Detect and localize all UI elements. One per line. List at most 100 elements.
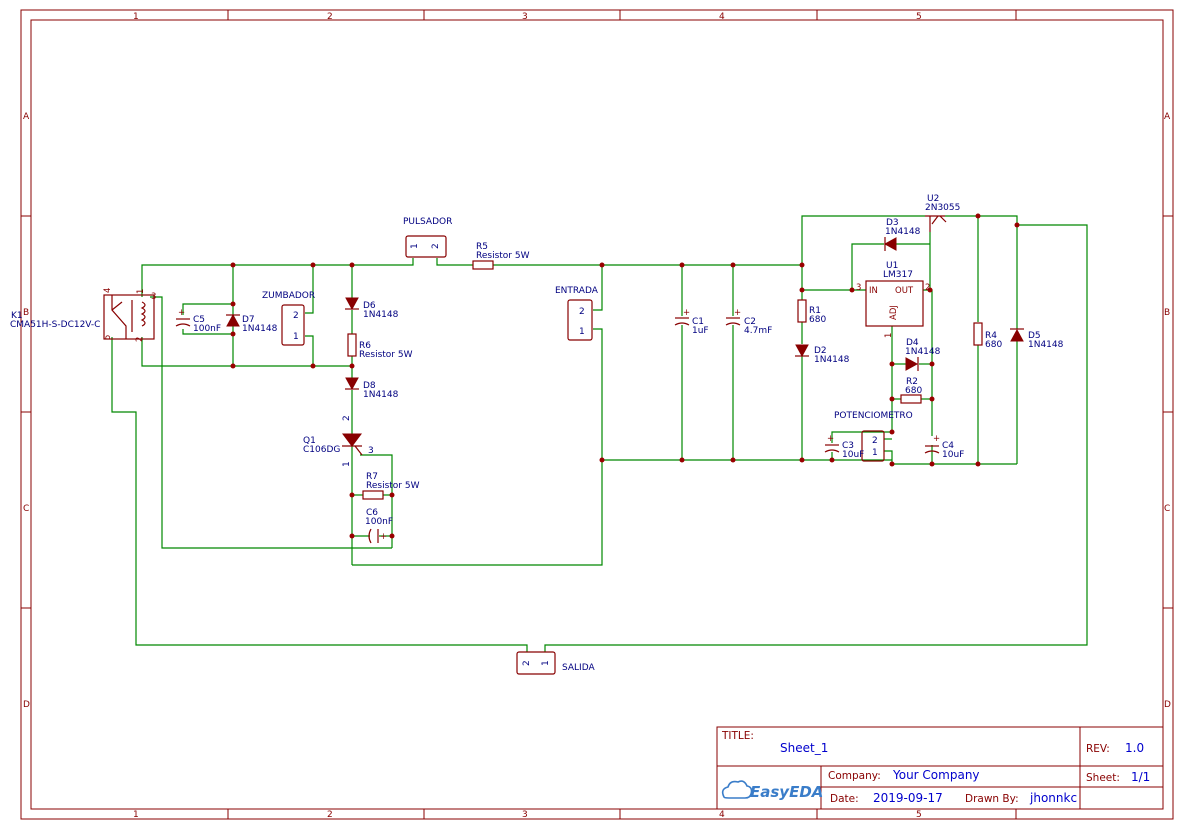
diode-d2[interactable]: D2 1N4148: [795, 344, 850, 365]
relay-k1[interactable]: K1 CMA51H-S-DC12V-C 4 1 3 5 2: [10, 288, 156, 342]
r6-ref: R6: [359, 341, 371, 351]
zone-col-1-bottom: 1: [133, 810, 139, 820]
u1-pin-adj: ADJ: [889, 305, 899, 320]
c1-ref: C1: [692, 317, 704, 327]
c6-ref: C6: [366, 508, 378, 518]
u1-pin-in: IN: [869, 286, 878, 296]
d3-ref: D3: [886, 218, 899, 228]
u1-pin-1: 1: [884, 333, 894, 338]
connector-entrada[interactable]: ENTRADA 2 1: [555, 286, 599, 341]
c2-value: 4.7mF: [744, 326, 772, 336]
d2-ref: D2: [814, 346, 827, 356]
zone-row-c-left: C: [23, 504, 29, 514]
svg-text:+: +: [178, 308, 185, 318]
resistor-r2[interactable]: R2 680: [900, 377, 922, 404]
company-value: Your Company: [892, 768, 980, 782]
r7-ref: R7: [366, 472, 378, 482]
d4-value: 1N4148: [905, 347, 941, 357]
d3-value: 1N4148: [885, 227, 921, 237]
c4-ref: C4: [942, 441, 954, 451]
q1-value: C106DG: [303, 445, 340, 455]
diode-d7[interactable]: D7 1N4148: [226, 313, 278, 334]
diode-d6[interactable]: D6 1N4148: [345, 297, 399, 320]
c3-value: 10uF: [842, 450, 864, 460]
d6-value: 1N4148: [363, 310, 399, 320]
capacitor-c2[interactable]: + C2 4.7mF: [725, 308, 772, 336]
zone-col-5-bottom: 5: [916, 810, 922, 820]
d7-value: 1N4148: [242, 324, 278, 334]
capacitor-c1[interactable]: + C1 1uF: [674, 308, 709, 336]
diode-d3[interactable]: D3 1N4148: [883, 218, 921, 251]
r4-value: 680: [985, 340, 1002, 350]
resistor-r6[interactable]: R6 Resistor 5W: [347, 333, 413, 360]
k1-ref: K1: [11, 311, 23, 321]
title-label: TITLE:: [721, 730, 754, 742]
svg-text:+: +: [380, 532, 387, 542]
u1-pin-3: 3: [856, 283, 861, 293]
c3-ref: C3: [842, 441, 854, 451]
r7-value: Resistor 5W: [366, 481, 420, 491]
connector-potenciometro[interactable]: POTENCIOMETRO 2 1: [834, 411, 913, 462]
zone-col-3-bottom: 3: [522, 810, 528, 820]
capacitor-c4[interactable]: + C4 10uF: [924, 434, 964, 460]
thyristor-q1[interactable]: Q1 C106DG 2 1 3: [303, 415, 374, 467]
transistor-u2[interactable]: U2 2N3055: [925, 194, 960, 232]
easyeda-logo: EasyEDA: [721, 780, 823, 801]
u1-pin-2: 2: [925, 283, 930, 293]
resistor-r1[interactable]: R1 680: [797, 299, 826, 325]
c2-ref: C2: [744, 317, 756, 327]
zone-row-d-right: D: [1164, 700, 1171, 710]
zone-col-1-top: 1: [133, 12, 139, 22]
connector-pulsador[interactable]: PULSADOR 1 2: [403, 217, 452, 258]
date-label: Date:: [830, 793, 859, 805]
capacitor-c3[interactable]: + C3 10uF: [824, 434, 864, 460]
c4-value: 10uF: [942, 450, 964, 460]
wires: [111, 215, 1088, 652]
k1-pin-3: 3: [151, 292, 156, 302]
resistor-r7[interactable]: R7 Resistor 5W: [362, 472, 420, 500]
capacitor-c6[interactable]: + C6 100nF: [365, 508, 393, 544]
zone-row-b-left: B: [23, 308, 29, 318]
zone-row-a-left: A: [23, 112, 30, 122]
zone-col-2-top: 2: [327, 12, 333, 22]
resistor-r4[interactable]: R4 680: [973, 322, 1002, 350]
connector-zumbador[interactable]: ZUMBADOR 2 1: [262, 291, 315, 346]
zumbador-pin-2: 2: [293, 311, 299, 321]
c6-value: 100nF: [365, 517, 393, 527]
diode-d4[interactable]: D4 1N4148: [905, 338, 941, 371]
connector-salida[interactable]: SALIDA 2 1: [516, 651, 595, 675]
zone-col-4-top: 4: [719, 12, 725, 22]
svg-text:+: +: [734, 308, 741, 318]
potenciometro-pin-1: 1: [872, 448, 878, 458]
resistor-r5[interactable]: R5 Resistor 5W: [472, 242, 530, 270]
capacitor-c5[interactable]: + C5 100nF: [175, 308, 221, 334]
u1-pin-out: OUT: [895, 286, 914, 296]
c5-value: 100nF: [193, 324, 221, 334]
r5-value: Resistor 5W: [476, 251, 530, 261]
d6-ref: D6: [363, 301, 376, 311]
r2-ref: R2: [906, 377, 918, 387]
d5-value: 1N4148: [1028, 340, 1064, 350]
pulsador-ref: PULSADOR: [403, 217, 452, 227]
company-label: Company:: [828, 770, 881, 782]
date-value: 2019-09-17: [873, 791, 943, 805]
r1-value: 680: [809, 315, 826, 325]
diode-d8[interactable]: D8 1N4148: [345, 377, 399, 400]
r1-ref: R1: [809, 306, 821, 316]
zone-row-b-right: B: [1164, 308, 1170, 318]
k1-value: CMA51H-S-DC12V-C: [10, 320, 100, 330]
q1-pin-3: 3: [368, 446, 374, 456]
u1-value: LM317: [883, 270, 913, 280]
regulator-u1[interactable]: U1 LM317 IN OUT ADJ 3 2 1: [856, 261, 930, 338]
sheet-value: 1/1: [1131, 770, 1150, 784]
u2-value: 2N3055: [925, 203, 960, 213]
svg-text:+: +: [683, 308, 690, 318]
svg-text:+: +: [827, 434, 834, 444]
zone-row-c-right: C: [1164, 504, 1170, 514]
title-value: Sheet_1: [780, 741, 828, 755]
diode-d5[interactable]: D5 1N4148: [1010, 328, 1064, 350]
k1-pin-5: 5: [103, 335, 113, 340]
rev-value: 1.0: [1125, 741, 1144, 755]
c1-value: 1uF: [692, 326, 709, 336]
